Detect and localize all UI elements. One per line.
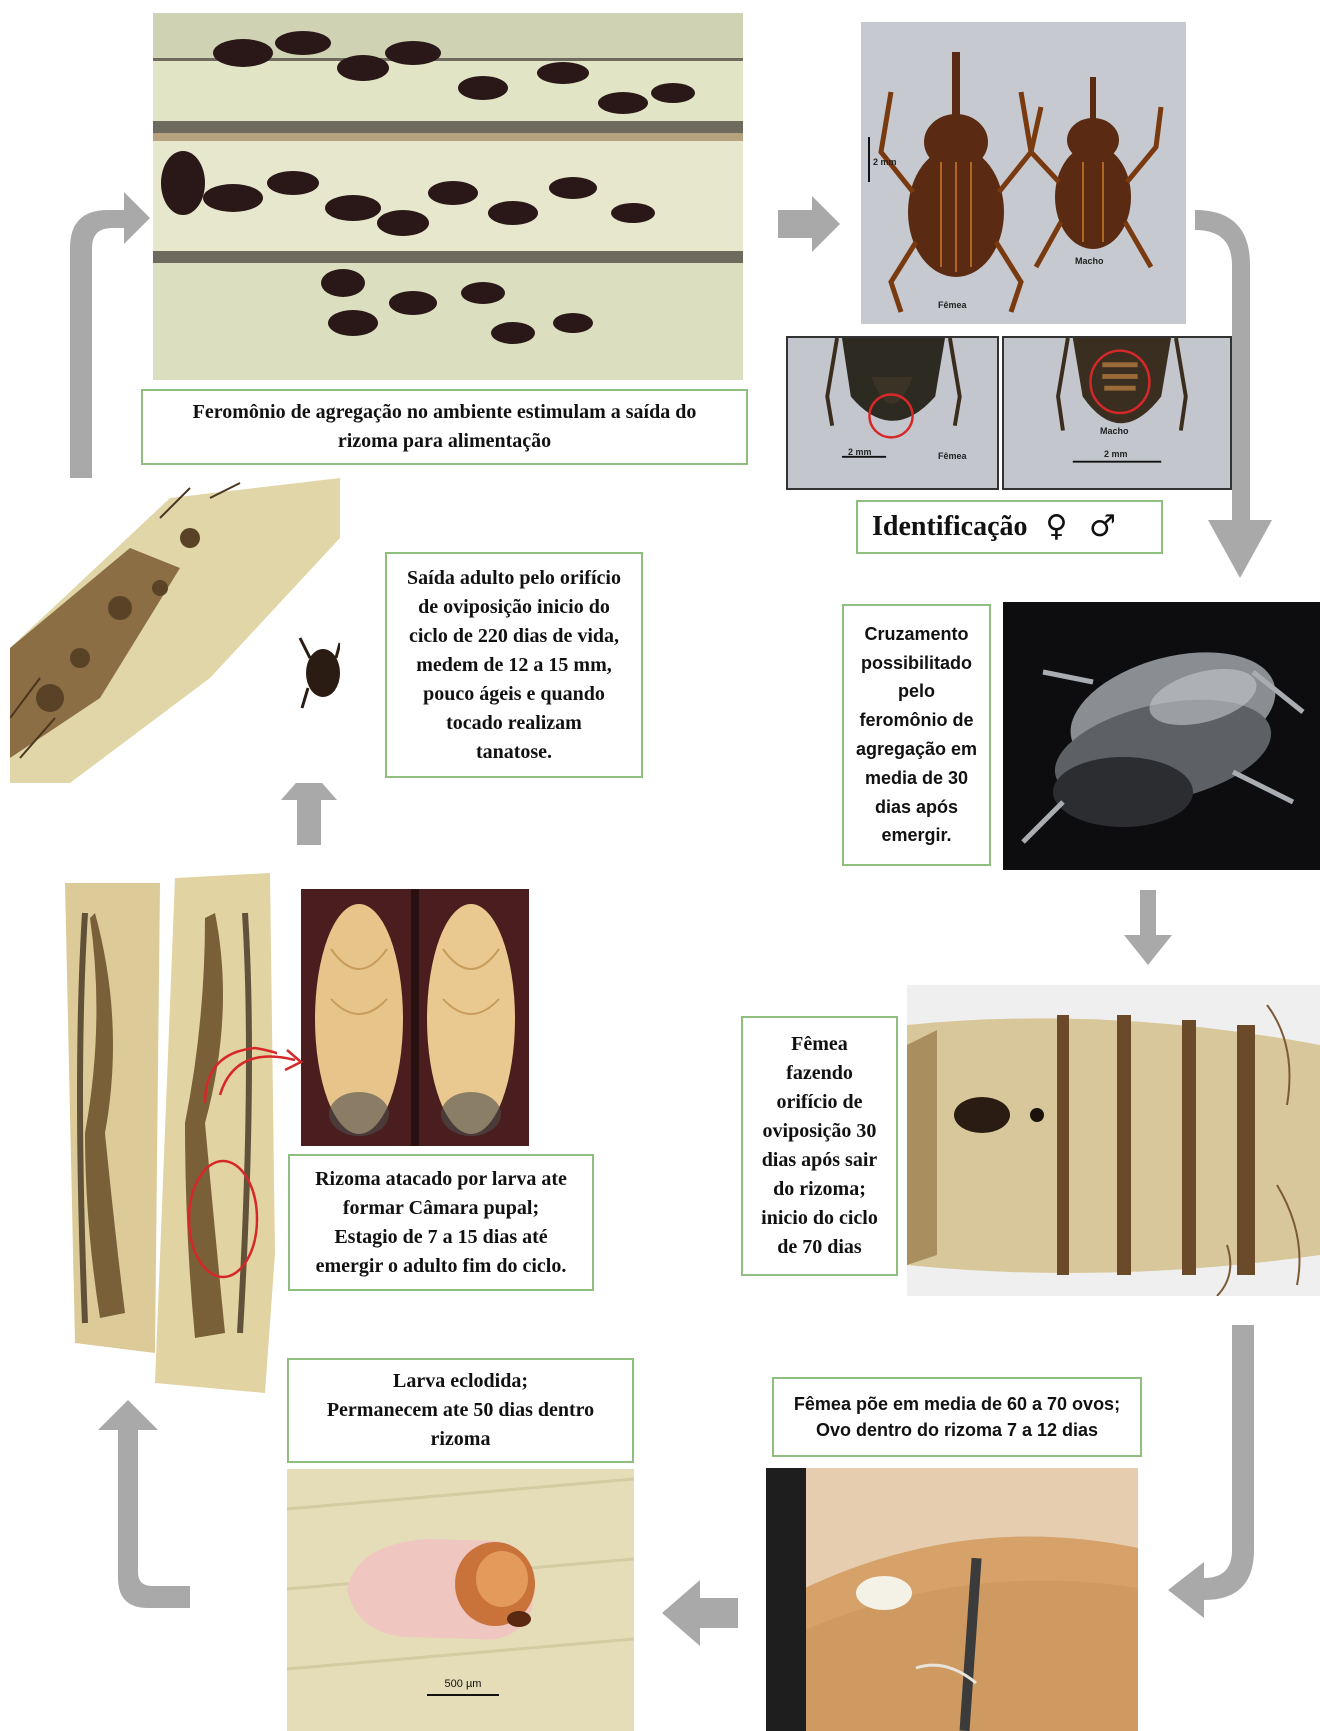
- sex-symbols: ♀ ♂: [1046, 505, 1122, 549]
- scale-label-larva: 500 µm: [427, 1678, 499, 1690]
- scale-label-male: 2 mm: [1104, 449, 1128, 459]
- male-label-closeup: Macho: [1100, 426, 1129, 436]
- identification-box: Identificação ♀ ♂: [856, 500, 1163, 554]
- eggs-caption: Fêmea põe em media de 60 a 70 ovos; Ovo …: [794, 1391, 1120, 1443]
- female-hole-caption: Fêmea fazendo orifício de oviposição 30 …: [761, 1030, 878, 1262]
- mating-caption-box: Cruzamento possibilitado pelo feromônio …: [842, 604, 991, 866]
- aggregation-caption: Feromônio de agregação no ambiente estim…: [193, 398, 697, 456]
- adult-caption-box: Saída adulto pelo orifício de oviposição…: [385, 552, 643, 778]
- adult-emerging-rhizome-photo: [10, 478, 340, 783]
- larva-caption-box: Larva eclodida; Permanecem ate 50 dias d…: [287, 1358, 634, 1463]
- pupa-caption: Rizoma atacado por larva ate formar Câma…: [315, 1165, 567, 1281]
- female-on-rhizome-photo: [907, 985, 1320, 1296]
- aggregation-caption-box: Feromônio de agregação no ambiente estim…: [141, 389, 748, 465]
- female-label-closeup: Fêmea: [938, 451, 967, 461]
- female-label-identification: Fêmea: [938, 300, 967, 310]
- arrow-bend-bottom-right: [1168, 1325, 1254, 1618]
- female-abdomen-photo: 2 mm Fêmea: [786, 336, 999, 490]
- arrow-left-bottom: [662, 1580, 738, 1646]
- larva-photo: 500 µm: [287, 1469, 634, 1731]
- female-hole-caption-box: Fêmea fazendo orifício de oviposição 30 …: [741, 1016, 898, 1276]
- eggs-caption-box: Fêmea põe em media de 60 a 70 ovos; Ovo …: [772, 1377, 1142, 1457]
- egg-in-rhizome-photo: [766, 1468, 1138, 1731]
- larva-caption: Larva eclodida; Permanecem ate 50 dias d…: [327, 1367, 594, 1454]
- weevils-on-stalks-photo: [153, 13, 743, 380]
- mating-caption: Cruzamento possibilitado pelo feromônio …: [856, 620, 977, 850]
- arrow-down-mid-right: [1124, 890, 1172, 965]
- arrow-bend-bottom-left: [98, 1400, 190, 1608]
- female-male-weevils-photo: 2 mm Fêmea Macho: [861, 22, 1186, 324]
- attacked-rhizome-photo: [55, 873, 277, 1393]
- male-label-identification: Macho: [1075, 256, 1104, 266]
- identification-title: Identificação: [872, 507, 1028, 548]
- arrow-right-top: [778, 196, 840, 252]
- scale-label-female: 2 mm: [848, 447, 872, 457]
- mating-weevils-photo: [1003, 602, 1320, 870]
- scale-label-identification: 2 mm: [873, 157, 897, 167]
- pupa-caption-box: Rizoma atacado por larva ate formar Câma…: [288, 1154, 594, 1291]
- adult-caption: Saída adulto pelo orifício de oviposição…: [407, 564, 621, 767]
- male-abdomen-photo: Macho 2 mm: [1002, 336, 1232, 490]
- pupa-pointer-arrow: [215, 1040, 305, 1110]
- pupae-photo: [301, 889, 529, 1146]
